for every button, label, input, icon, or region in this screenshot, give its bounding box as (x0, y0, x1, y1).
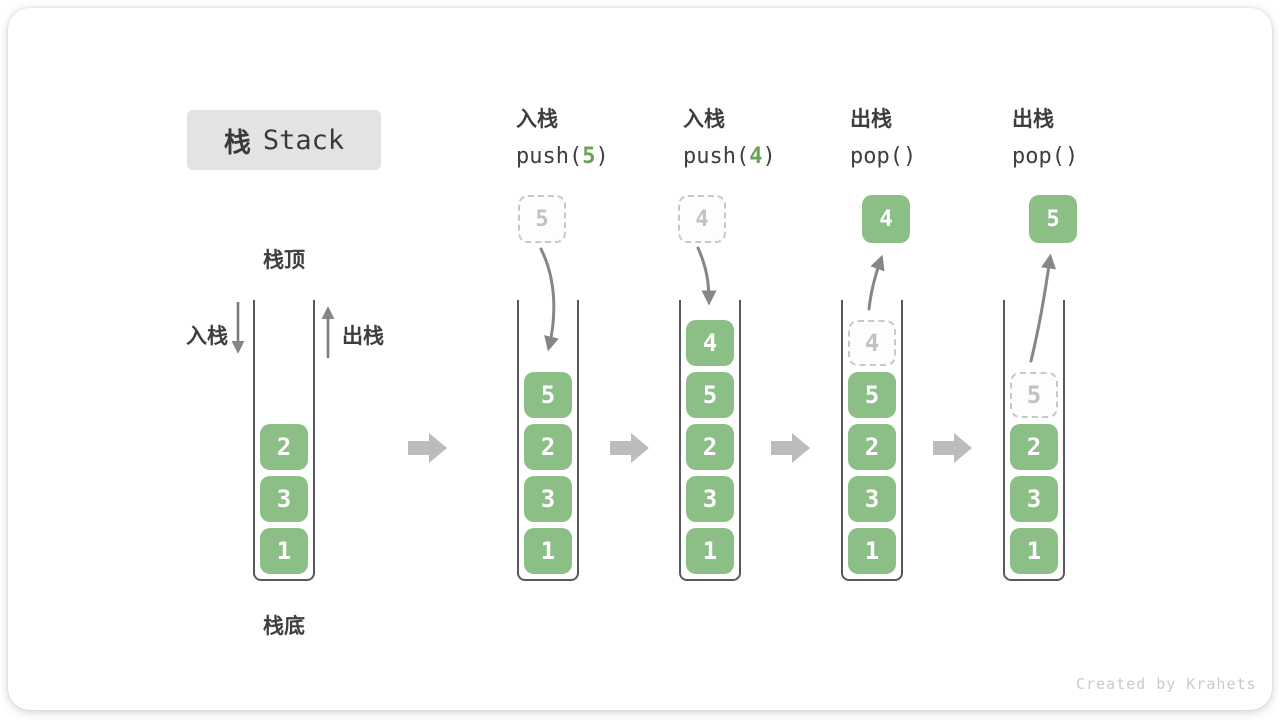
code-arg: 4 (749, 144, 763, 169)
stack-block: 1 (1010, 528, 1058, 574)
code-before: pop( (850, 144, 903, 169)
stack-block: 3 (524, 476, 572, 522)
stack-block: 1 (848, 528, 896, 574)
stack-block: 1 (260, 528, 308, 574)
pop-side-label: 出栈 (342, 324, 384, 348)
title-box: 栈 Stack (187, 110, 381, 170)
push-value-box-5: 5 (518, 195, 566, 243)
operation-code: push(5) (516, 143, 609, 171)
push-side-label: 入栈 (186, 324, 228, 348)
watermark: Created by Krahets (1076, 675, 1257, 693)
stack-block: 3 (1010, 476, 1058, 522)
stack-block-ghost: 4 (848, 320, 896, 366)
stack-block: 5 (848, 372, 896, 418)
title-en: Stack (262, 124, 345, 156)
operation-name: 入栈 (683, 107, 725, 131)
code-after: ) (762, 144, 776, 169)
code-after: ) (595, 144, 609, 169)
stack-block: 2 (1010, 424, 1058, 470)
stack-block: 2 (260, 424, 308, 470)
stack-block: 5 (686, 372, 734, 418)
code-after: ) (1064, 144, 1079, 169)
code-arg: 5 (582, 144, 596, 169)
push-value-box-4: 4 (678, 195, 726, 243)
operation-label-push-4: 入栈 push(4) (683, 104, 776, 171)
operation-name: 出栈 (1012, 107, 1054, 131)
code-before: pop( (1012, 144, 1065, 169)
title-zh: 栈 (223, 127, 251, 159)
operation-label-pop-2: 出栈 pop() (1012, 104, 1078, 171)
stack-container-after-pop-4: 4 5 2 3 1 (841, 300, 903, 581)
stack-container-after-push-4: 4 5 2 3 1 (679, 300, 741, 581)
operation-code: pop() (850, 143, 916, 171)
code-before: push( (516, 144, 583, 169)
popped-value-box-4: 4 (862, 195, 910, 243)
stack-block: 2 (524, 424, 572, 470)
operation-name: 出栈 (850, 107, 892, 131)
popped-value-box-5: 5 (1029, 195, 1077, 243)
stack-block: 1 (686, 528, 734, 574)
stack-block: 2 (686, 424, 734, 470)
stack-block: 5 (524, 372, 572, 418)
stack-block: 3 (260, 476, 308, 522)
operation-code: push(4) (683, 143, 776, 171)
stack-block: 3 (686, 476, 734, 522)
code-before: push( (683, 144, 750, 169)
stack-container-after-push-5: 5 2 3 1 (517, 300, 579, 581)
operation-label-push-5: 入栈 push(5) (516, 104, 609, 171)
stack-top-label: 栈顶 (263, 248, 305, 272)
stack-block: 1 (524, 528, 572, 574)
stack-block-ghost: 5 (1010, 372, 1058, 418)
stack-block: 4 (686, 320, 734, 366)
stack-container-initial: 2 3 1 (253, 300, 315, 581)
operation-label-pop-1: 出栈 pop() (850, 104, 916, 171)
operation-name: 入栈 (516, 107, 558, 131)
stack-bottom-label: 栈底 (263, 614, 305, 638)
code-after: ) (902, 144, 917, 169)
stack-container-after-pop-5: 5 2 3 1 (1003, 300, 1065, 581)
operation-code: pop() (1012, 143, 1078, 171)
stack-block: 2 (848, 424, 896, 470)
stack-block: 3 (848, 476, 896, 522)
